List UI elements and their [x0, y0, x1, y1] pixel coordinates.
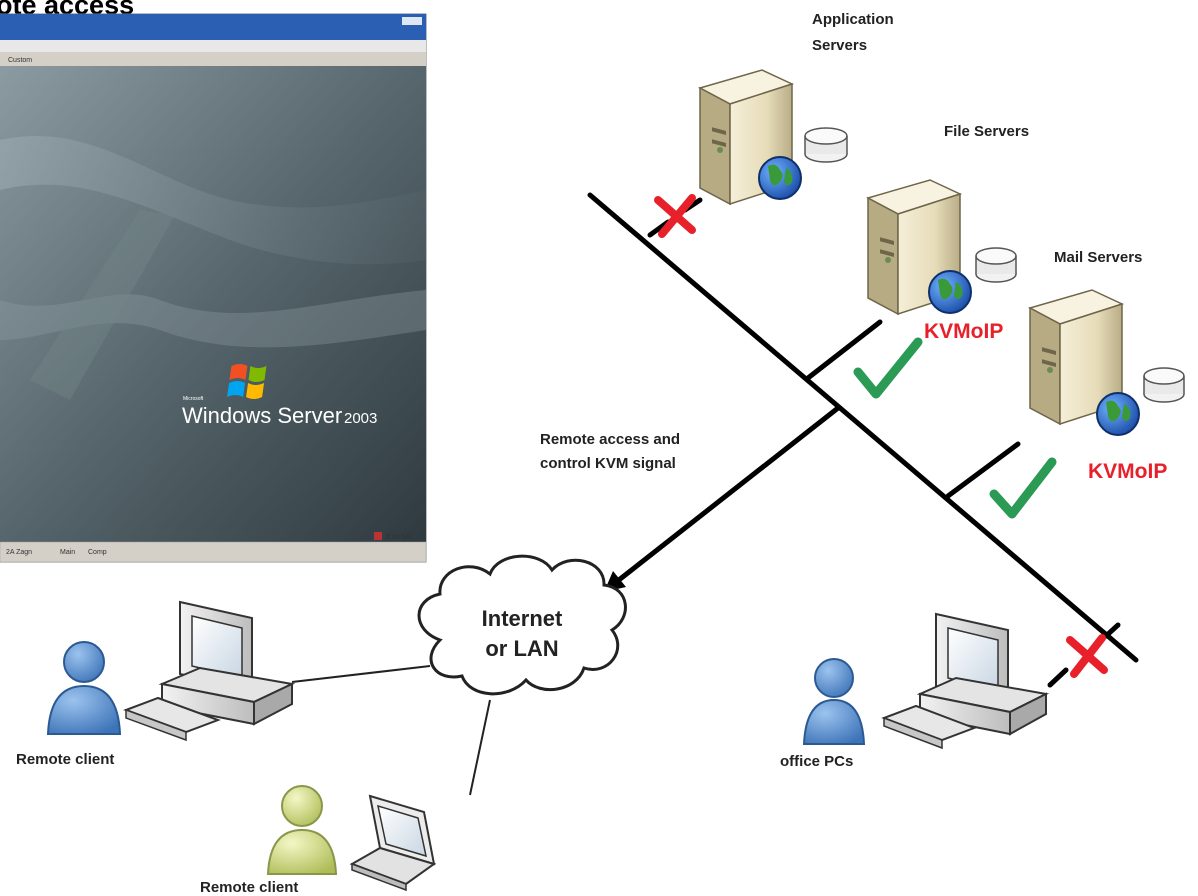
microsoft-label: Microsoft: [183, 396, 204, 402]
mail-server-icon: [1028, 289, 1185, 436]
file-server-icon: [866, 179, 1017, 316]
status-left: 2A Zagn: [6, 549, 32, 556]
check-icon: [853, 337, 923, 399]
menu-item: Custom: [8, 57, 32, 64]
status-mid2: Comp: [88, 549, 107, 556]
remote-user-icon: [46, 641, 122, 735]
windows-logo-icon: [227, 364, 267, 399]
office-pcs-label: office PCs: [780, 753, 853, 770]
office-desktop-icon: [881, 612, 1050, 750]
cross-icon: [1066, 634, 1108, 678]
cloud-label-line2: or LAN: [485, 636, 558, 661]
tray-icon: [374, 532, 382, 540]
status-mid: Main: [60, 549, 75, 556]
product-version: 2003: [344, 410, 377, 427]
kvmoip-label-mail: KVMoIP: [1088, 460, 1167, 483]
desktop-computer-icon: [123, 600, 296, 742]
network-backbone: [587, 192, 1139, 688]
remote-client-label-desktop: Remote client: [16, 751, 114, 768]
file-servers-label: File Servers: [944, 123, 1029, 140]
client-links: [291, 665, 491, 796]
application-servers-label-1: Application: [812, 11, 894, 28]
application-servers-label-2: Servers: [812, 37, 867, 54]
kvmoip-label-file: KVMoIP: [924, 320, 1003, 343]
internet-cloud: Internet or LAN: [417, 554, 627, 696]
remote-client-label-laptop: Remote client: [200, 879, 298, 896]
check-icon: [989, 457, 1057, 519]
cross-icon: [654, 194, 696, 238]
windows-server-screenshot: Custom Microsoft Windows Server 2003 2A …: [0, 13, 427, 563]
status-right: 4:04 AM: [386, 534, 412, 541]
laptop-icon: [349, 794, 437, 892]
signal-label-line2: control KVM signal: [540, 455, 676, 472]
application-server-icon: [698, 69, 848, 206]
product-name: Windows Server: [182, 403, 342, 428]
office-user-icon: [802, 658, 866, 745]
window-controls: [402, 17, 422, 25]
signal-label-line1: Remote access and: [540, 431, 680, 448]
remote-user-yellow-icon: [266, 785, 338, 875]
cloud-label-line1: Internet: [482, 606, 563, 631]
mail-servers-label: Mail Servers: [1054, 249, 1142, 266]
